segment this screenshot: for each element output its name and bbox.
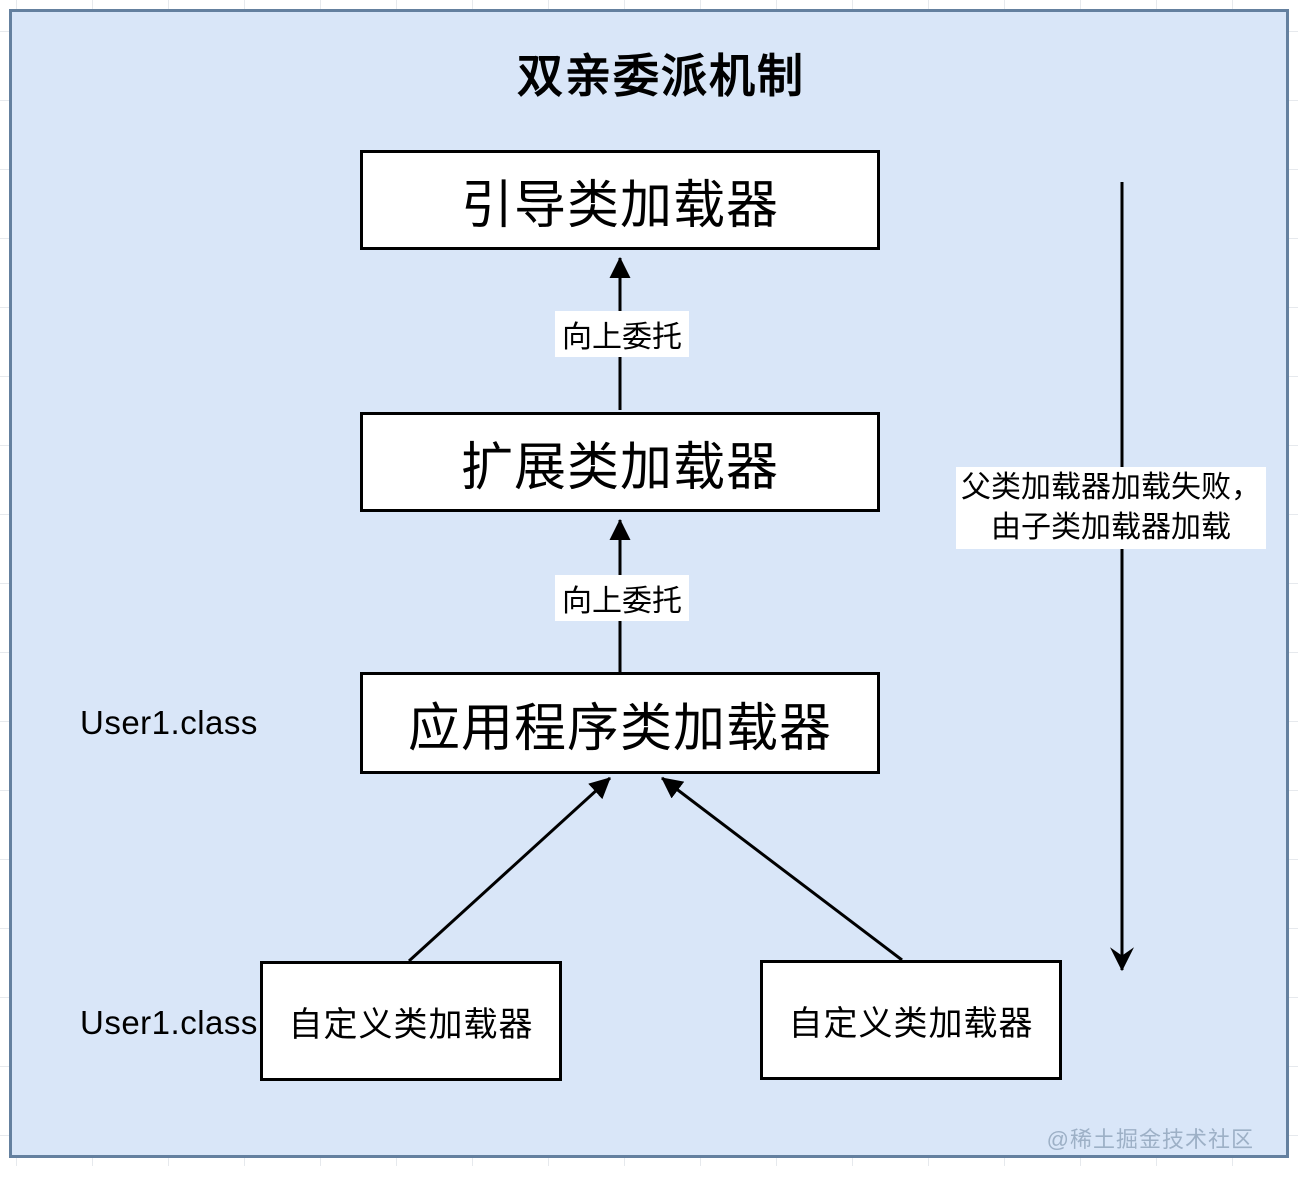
delegate-up-label-2: 向上委托	[555, 575, 689, 621]
watermark-juejin-community: @稀土掘金技术社区	[1046, 1127, 1254, 1152]
parent-fail-note-line2: 由子类加载器加载	[991, 511, 1231, 544]
delegate-up-label-1: 向上委托	[555, 311, 689, 357]
box-application-label: 应用程序类加载器	[407, 699, 832, 758]
custom-left-to-application-arrow	[407, 776, 612, 963]
user1-class-label-bottom: User1.class	[80, 1004, 258, 1041]
parent-fail-note: 父类加载器加载失败， 由子类加载器加载	[956, 467, 1266, 549]
diagram-canvas: 双亲委派机制 引导类加载器 扩展类加载器 应用程序类加载器 自定义类加载器 自定…	[9, 9, 1289, 1158]
box-bootstrap-classloader: 引导类加载器	[360, 150, 880, 250]
box-extension-label: 扩展类加载器	[460, 438, 779, 497]
box-application-classloader: 应用程序类加载器	[360, 672, 880, 774]
box-custom-classloader-left: 自定义类加载器	[260, 961, 562, 1081]
diagram-title: 双亲委派机制	[517, 50, 805, 102]
user1-class-label-top: User1.class	[80, 704, 258, 741]
box-custom-right-label: 自定义类加载器	[788, 1004, 1034, 1043]
custom-right-to-application-arrow	[661, 776, 903, 962]
parent-fail-note-line1: 父类加载器加载失败，	[961, 471, 1261, 504]
box-custom-left-label: 自定义类加载器	[288, 1005, 534, 1044]
box-custom-classloader-right: 自定义类加载器	[760, 960, 1062, 1080]
box-extension-classloader: 扩展类加载器	[360, 412, 880, 512]
box-bootstrap-label: 引导类加载器	[460, 176, 779, 235]
